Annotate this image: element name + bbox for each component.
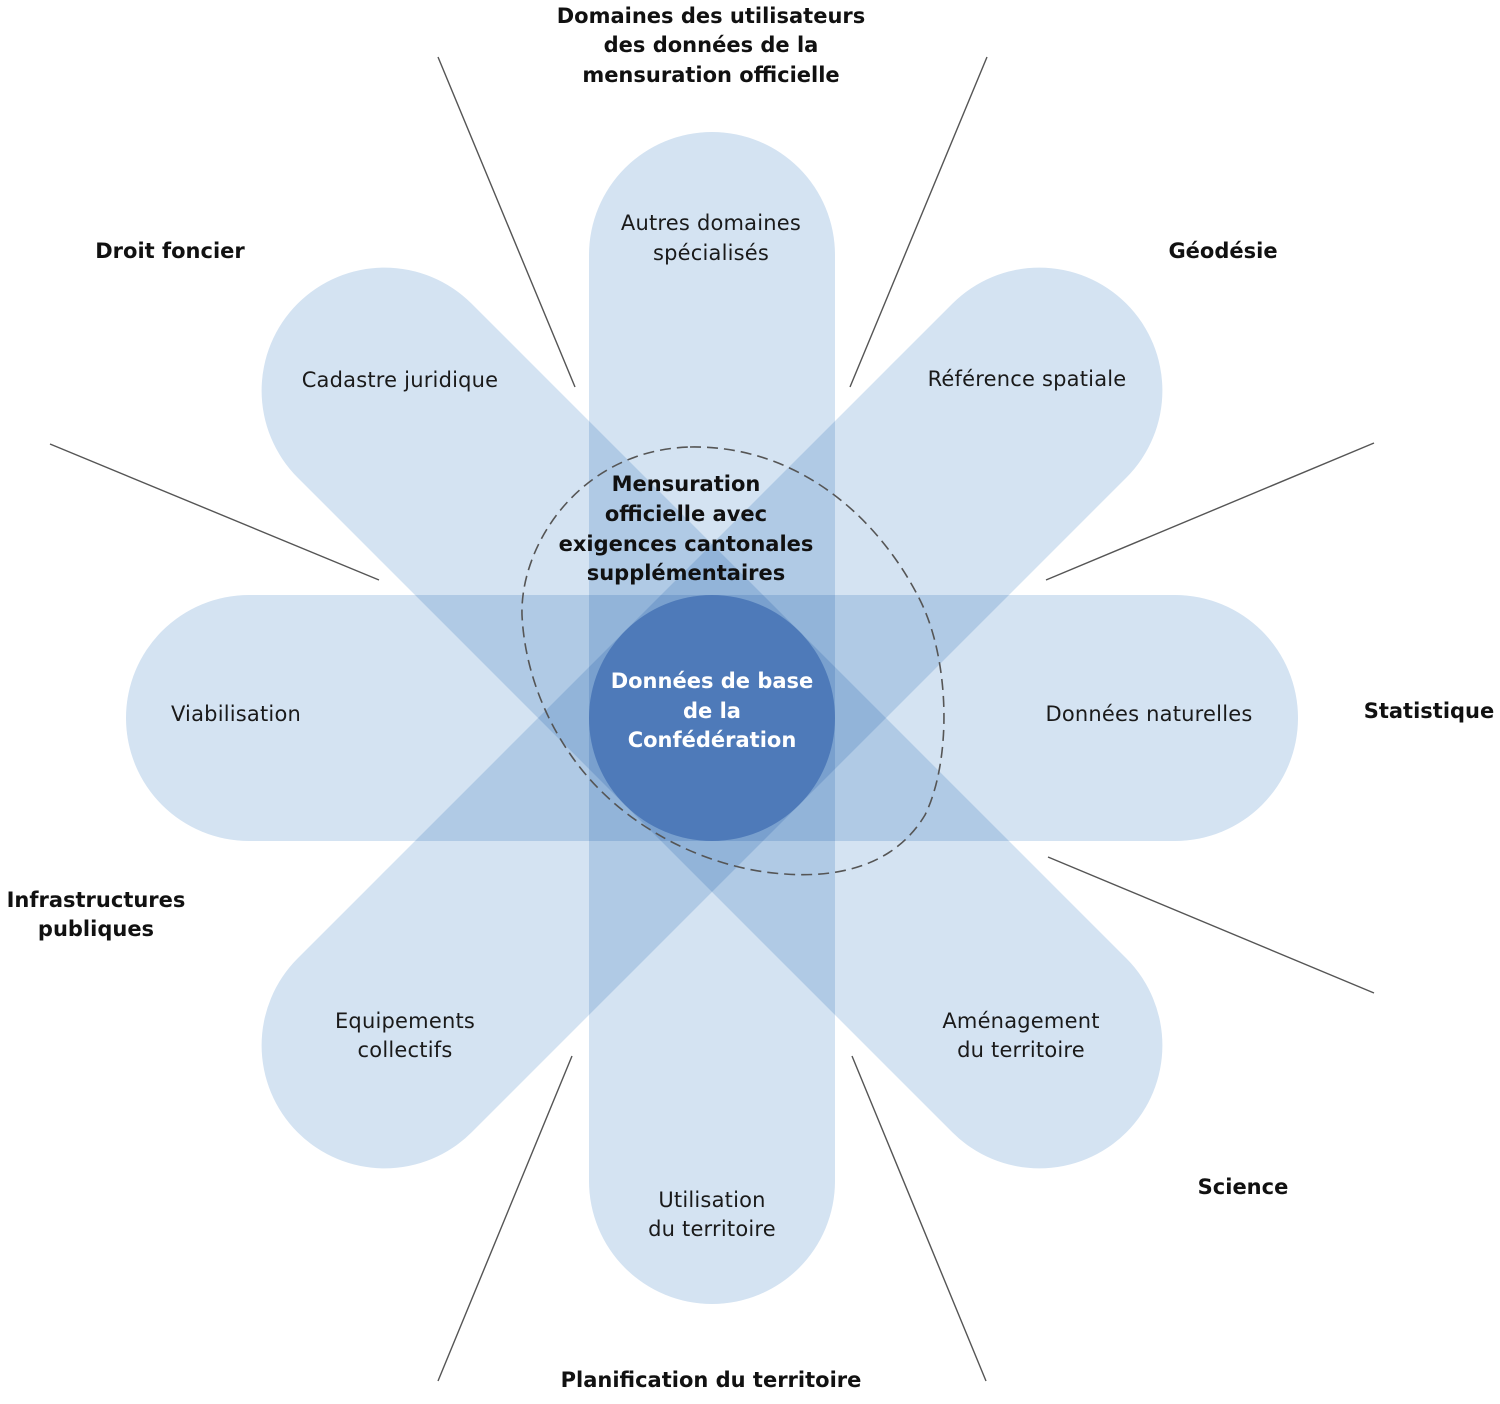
petal-labels: Autres domaines spécialisés Cadastre jur… [171,211,1252,1241]
domain-label-statistique: Statistique [1364,699,1495,723]
divider-line [49,443,380,581]
core-label-line: Confédération [628,728,797,752]
petal-label-amenagement: Aménagement [942,1009,1099,1033]
header-title-line: Domaines des utilisateurs [557,4,866,28]
core-label-line: Données de base [611,669,814,693]
petal-label-viabilisation: Viabilisation [171,702,301,726]
mo-region-label-line: Mensuration [612,472,761,496]
petal-label-utilisation: du territoire [648,1217,776,1241]
core-label: Données de base de la Confédération [611,669,814,752]
mo-region-label: Mensuration officielle avec exigences ca… [559,472,814,585]
core-label-line: de la [683,699,741,723]
mo-region-label-line: supplémentaires [587,561,786,585]
petal-label-autres-domaines: Autres domaines [621,211,801,235]
header-title-line: des données de la [604,33,819,57]
mo-region-label-line: exigences cantonales [559,532,814,556]
domain-label-science: Science [1198,1175,1289,1199]
domain-label-infrastructures: Infrastructures [7,888,186,912]
core-circle [589,595,835,841]
domain-label-geodesie: Géodésie [1168,239,1277,263]
divider-line [437,56,576,388]
mo-region-boundary [521,446,945,876]
divider-lines [49,56,1375,1382]
header-title-line: mensuration officielle [582,63,839,87]
divider-line [849,56,988,388]
header-title: Domaines des utilisateurs des données de… [557,4,866,87]
domain-labels: Droit foncier Géodésie Statistique Infra… [7,239,1495,1392]
mo-region-label-line: officielle avec [605,502,767,526]
petal-label-utilisation: Utilisation [658,1188,765,1212]
petal-label-equipements-collectifs: collectifs [358,1038,453,1062]
petal-label-autres-domaines: spécialisés [653,241,769,265]
divider-line [1047,856,1375,994]
divider-line [437,1055,573,1382]
domain-label-infrastructures: publiques [38,917,154,941]
domain-label-planification: Planification du territoire [561,1368,862,1392]
petal-label-cadastre-juridique: Cadastre juridique [302,368,499,392]
petal-label-donnees-naturelles: Données naturelles [1045,702,1252,726]
divider-line [1045,442,1375,581]
petal-label-reference-spatiale: Référence spatiale [928,367,1127,391]
domain-label-droit-foncier: Droit foncier [95,239,245,263]
divider-line [851,1055,987,1382]
petal-label-amenagement: du territoire [957,1038,1085,1062]
petal-label-equipements-collectifs: Equipements [335,1009,475,1033]
